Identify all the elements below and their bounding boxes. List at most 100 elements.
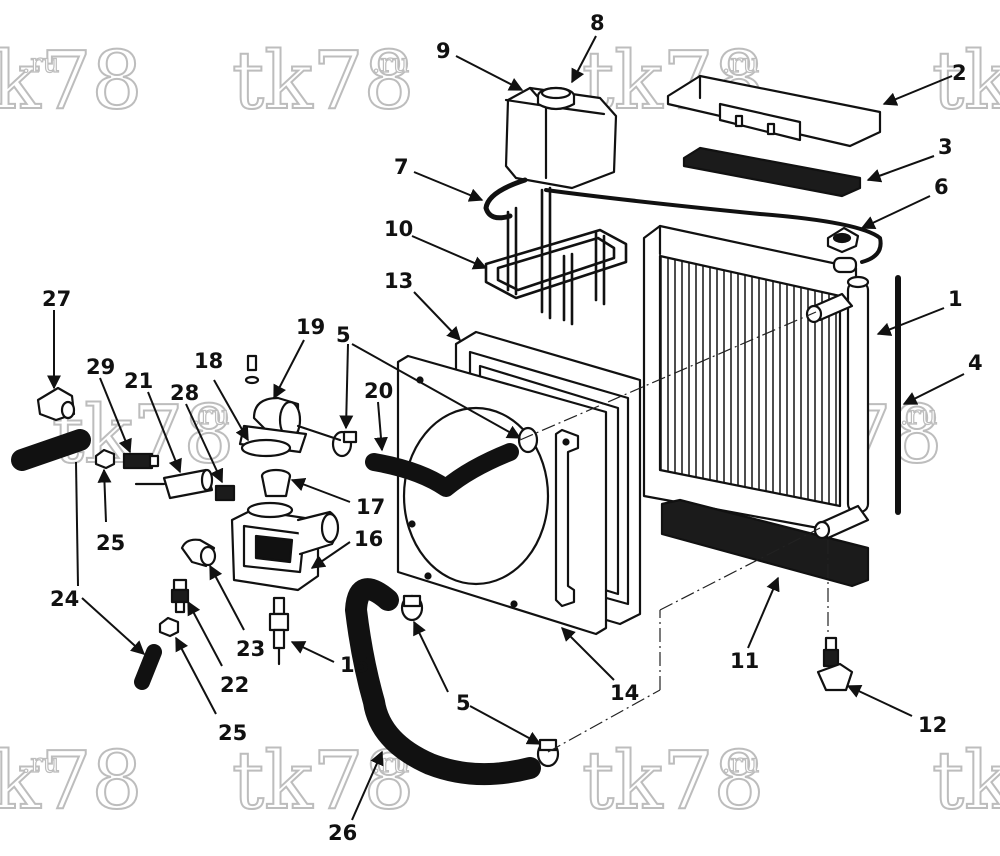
radiator-core-part [642, 224, 870, 534]
svg-text:11: 11 [730, 649, 759, 673]
thermostat-housing-part [230, 501, 340, 592]
watermark-suffix: .ru [900, 401, 937, 431]
svg-text:8: 8 [590, 11, 605, 35]
watermark: tk78 .ru [0, 33, 143, 128]
watermark-suffix: .ru [22, 749, 59, 779]
bottom-pad-part [660, 498, 870, 588]
watermark-main: tk78 [0, 734, 142, 827]
svg-text:3: 3 [938, 135, 953, 159]
plug-part [214, 484, 236, 502]
callout-6: 6 [860, 175, 949, 229]
callout-4: 4 [902, 351, 983, 405]
hex-nut-part [158, 616, 180, 638]
hose-clamp-part [400, 594, 424, 622]
callout-11: 11 [730, 576, 780, 673]
svg-text:28: 28 [170, 381, 199, 405]
upper-hose-part [365, 443, 519, 497]
gasket-pad-part [682, 146, 862, 198]
svg-text:21: 21 [124, 369, 153, 393]
svg-text:25: 25 [218, 721, 247, 745]
short-hose-part [134, 644, 162, 690]
watermark-main: tk78 [582, 734, 764, 827]
svg-text:16: 16 [354, 527, 383, 551]
svg-text:20: 20 [364, 379, 393, 403]
callout-18: 18 [194, 349, 249, 442]
callout-16: 16 [310, 527, 383, 569]
callout-8: 8 [571, 11, 605, 84]
hose-clamp-part [331, 430, 358, 458]
callout-26: 26 [328, 750, 384, 845]
hose-barb-part [122, 452, 160, 470]
callout-13: 13 [384, 269, 461, 342]
watermark: tk78 .ru [231, 33, 415, 128]
drain-valve-part [816, 636, 854, 692]
radiator-cap-part [826, 226, 860, 274]
callouts: 1 2 3 4 5 5 6 7 [42, 11, 983, 845]
watermark-main: tk78 [232, 34, 414, 127]
hose-clamp-part [536, 738, 560, 768]
svg-text:4: 4 [968, 351, 983, 375]
callout-14: 14 [561, 627, 639, 705]
hex-nut-part [94, 448, 116, 470]
svg-text:5: 5 [336, 323, 351, 347]
upper-outlet-part [805, 292, 854, 324]
callout-5b: 5 [413, 620, 542, 745]
watermark-main: tk78 [0, 34, 142, 127]
svg-text:14: 14 [610, 681, 639, 705]
svg-text:19: 19 [296, 315, 325, 339]
assembly-lines [519, 311, 829, 753]
watermark: tk78 .ru [231, 733, 415, 828]
heater-valve-part [36, 386, 76, 422]
callout-1: 1 [876, 287, 963, 336]
callout-22: 22 [187, 600, 249, 697]
svg-text:1: 1 [948, 287, 963, 311]
callout-3: 3 [866, 135, 953, 183]
elbow-fitting-part [238, 396, 342, 454]
svg-text:26: 26 [328, 821, 357, 845]
svg-text:24: 24 [50, 587, 79, 611]
callout-20: 20 [364, 379, 393, 452]
svg-text:18: 18 [194, 349, 223, 373]
temperature-sensor-part [268, 596, 290, 666]
callout-17: 17 [290, 477, 385, 519]
overflow-hose-part [544, 188, 883, 264]
small-elbow-part [180, 538, 217, 568]
callout-21: 21 [124, 369, 182, 474]
tee-fitting-part [134, 468, 214, 500]
svg-text:23: 23 [236, 637, 265, 661]
bolt-part [244, 354, 260, 385]
callout-24: 24 [50, 461, 146, 655]
callout-29: 29 [86, 355, 132, 454]
svg-text:2: 2 [952, 61, 967, 85]
hose-clamp-part [517, 426, 539, 454]
svg-text:12: 12 [918, 713, 947, 737]
overflow-tube-part [483, 177, 528, 221]
watermark-suffix: .ru [22, 49, 59, 79]
watermark-suffix: .ru [372, 49, 409, 79]
reservoir-cap-part [536, 86, 576, 111]
thermostat-part [260, 468, 292, 498]
watermark: tk78 [931, 733, 1000, 828]
svg-text:10: 10 [384, 217, 413, 241]
mounting-bracket-part [484, 186, 628, 326]
svg-text:9: 9 [436, 39, 451, 63]
watermark-main: tk78 [932, 734, 1000, 827]
callout-25a: 25 [96, 468, 125, 555]
callout-7: 7 [394, 155, 484, 202]
watermark-suffix: .ru [192, 401, 229, 431]
watermark: tk78 .ru [0, 733, 143, 828]
callout-23: 23 [209, 564, 265, 661]
svg-text:27: 27 [42, 287, 71, 311]
callout-2: 2 [882, 61, 967, 106]
svg-text:25: 25 [96, 531, 125, 555]
svg-text:7: 7 [394, 155, 409, 179]
hose-fitting-part [170, 578, 190, 614]
svg-text:22: 22 [220, 673, 249, 697]
callout-15: 15 [290, 641, 369, 677]
watermark-suffix: .ru [722, 49, 759, 79]
watermark-suffix: .ru [722, 749, 759, 779]
callout-5a: 5 [336, 323, 522, 439]
parts-layer [11, 74, 901, 786]
